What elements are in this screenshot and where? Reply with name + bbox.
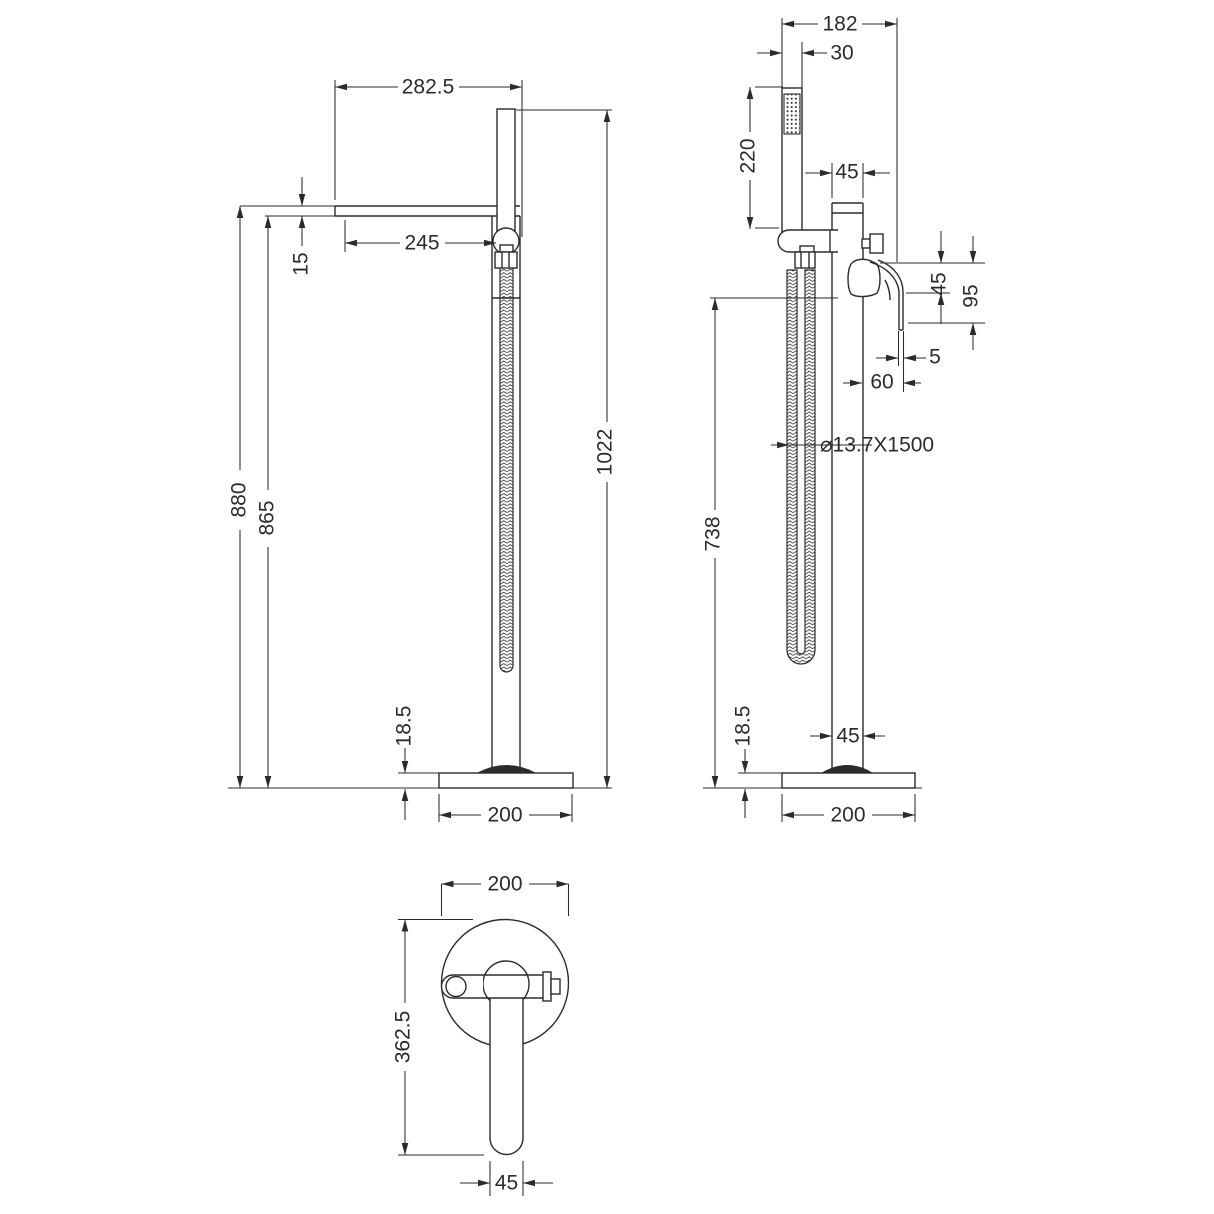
- base-gasket-front: [477, 764, 536, 774]
- front-elevation: 282.5 245 15 880 865 1022 18.5 200: [228, 76, 617, 827]
- crossbar-plan: [440, 971, 561, 1002]
- handset-side: [781, 87, 803, 233]
- dim-front-865: 865: [256, 500, 279, 535]
- hose-side: [786, 269, 816, 665]
- spout-plan: [489, 998, 524, 1156]
- dim-side-base-dia: 200: [830, 804, 865, 827]
- front-dimensions: 282.5 245 15 880 865 1022 18.5 200: [228, 76, 617, 827]
- handset-holder-side: [777, 229, 838, 269]
- dim-side-95: 95: [960, 284, 983, 307]
- diverter-knob: [861, 233, 884, 254]
- handset-spray-face: [783, 93, 801, 135]
- dim-side-45-handle: 45: [928, 272, 951, 295]
- dim-front-base-thk: 18.5: [393, 706, 416, 747]
- dim-side-hose-spec: ⌀13.7X1500: [820, 434, 934, 457]
- dim-plan-depth: 362.5: [392, 1011, 415, 1064]
- hose-front: [499, 268, 514, 673]
- side-elevation: 182 30 220 45 45 95 5 60 ⌀13.7X1500 738 …: [702, 13, 985, 827]
- dim-plan-spout-width: 45: [495, 1172, 518, 1195]
- dim-side-5: 5: [929, 346, 941, 369]
- plan-view: 200 362.5 45: [392, 873, 570, 1196]
- handset-front: [496, 108, 516, 233]
- dim-side-182: 182: [822, 13, 857, 36]
- dim-front-spout-reach: 282.5: [402, 76, 455, 99]
- dim-front-880: 880: [228, 482, 251, 517]
- dim-side-45-bottom: 45: [836, 725, 859, 748]
- side-outline: [703, 87, 922, 789]
- mixer-handle: [847, 258, 904, 331]
- dim-side-base-thk: 18.5: [732, 706, 755, 747]
- front-outline: [228, 108, 612, 789]
- base-gasket-side: [820, 764, 874, 774]
- dim-front-1022: 1022: [594, 429, 617, 476]
- plan-outline: [440, 918, 570, 1156]
- dim-side-220: 220: [737, 138, 760, 173]
- base-front: [438, 772, 574, 789]
- dim-front-base-dia: 200: [487, 804, 522, 827]
- dim-side-45-top: 45: [835, 161, 858, 184]
- dim-side-30: 30: [830, 42, 853, 65]
- dim-side-738: 738: [702, 516, 725, 551]
- dim-front-15: 15: [290, 252, 313, 275]
- dim-plan-base-dia: 200: [487, 873, 522, 896]
- handset-holder-front: [492, 227, 520, 269]
- dim-side-60: 60: [870, 371, 893, 394]
- side-dimensions: 182 30 220 45 45 95 5 60 ⌀13.7X1500 738 …: [702, 13, 985, 827]
- dim-front-245: 245: [404, 232, 439, 255]
- plan-dimensions: 200 362.5 45: [392, 873, 570, 1196]
- base-side: [781, 772, 916, 789]
